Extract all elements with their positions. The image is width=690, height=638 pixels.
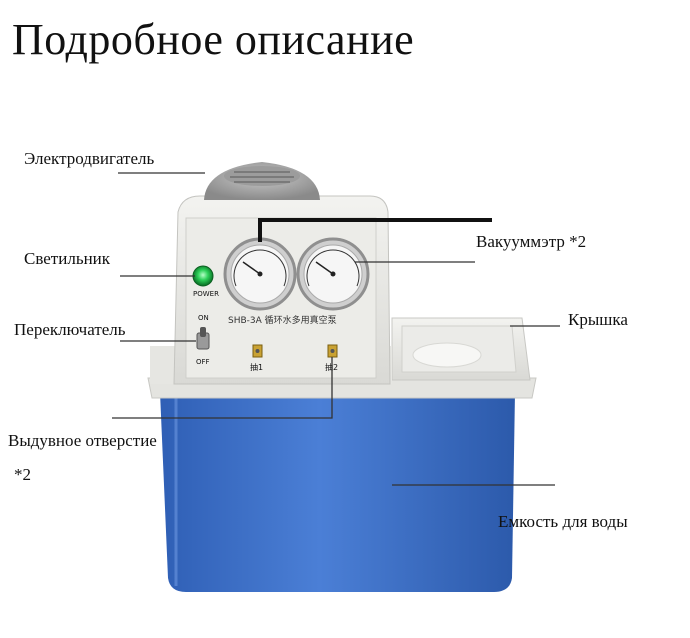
switch-off-label: OFF: [196, 358, 210, 366]
label-gauge: Вакууммэтр *2: [476, 232, 587, 251]
port-1-label: 抽1: [250, 363, 264, 372]
label-switch: Переключатель: [14, 320, 126, 339]
pointer-lines: [112, 172, 560, 486]
label-lid: Крышка: [568, 310, 628, 329]
toggle-switch: [196, 327, 210, 350]
switch-on-label: ON: [198, 314, 209, 322]
outlet-1: [252, 344, 263, 358]
page-title: Подробное описание: [12, 15, 415, 64]
outlet-2: [327, 344, 338, 358]
model-label: SHB-3A 循环水多用真空泵: [228, 316, 337, 326]
label-tank: Емкость для воды: [498, 512, 628, 531]
gauge-bracket: [258, 218, 492, 242]
power-label: POWER: [193, 290, 219, 298]
port-2-label: 抽2: [325, 363, 339, 372]
gauge-left: [223, 237, 297, 311]
label-outlet: Выдувное отверстие: [8, 431, 157, 450]
label-outlet-count: *2: [14, 465, 31, 484]
motor-fan: [204, 162, 320, 200]
power-lamp: [192, 265, 214, 287]
label-motor: Электродвигатель: [24, 149, 155, 168]
water-tank: [160, 392, 515, 592]
gauge-right: [296, 237, 370, 311]
label-lamp: Светильник: [24, 249, 111, 268]
